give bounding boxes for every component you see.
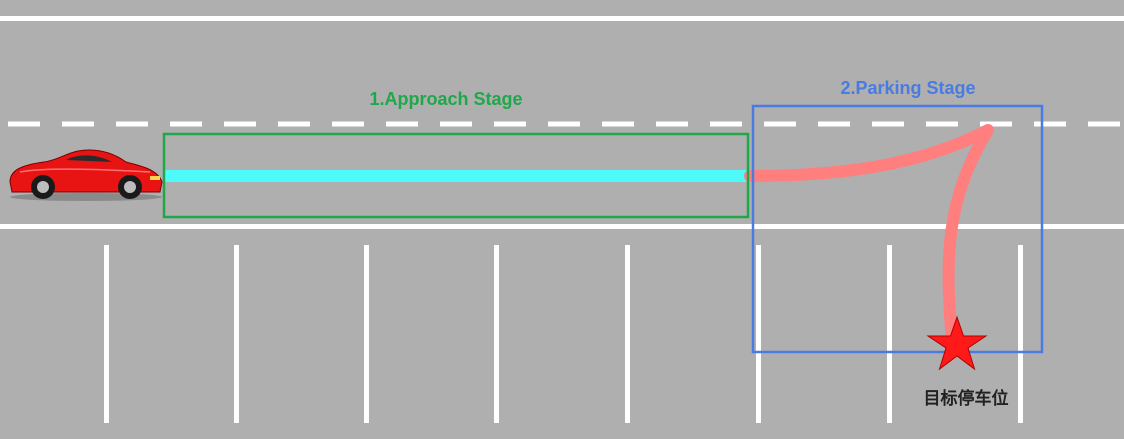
- top-lane-line: [0, 16, 1124, 21]
- parking-divider: [887, 245, 892, 423]
- approach-stage-label: 1.Approach Stage: [369, 89, 522, 109]
- approach-stage-box: [162, 132, 750, 219]
- parking-divider: [364, 245, 369, 423]
- parking-divider: [494, 245, 499, 423]
- parking-divider: [1018, 245, 1023, 423]
- parking-divider: [625, 245, 630, 423]
- approach-path: [165, 170, 750, 182]
- parking-stage-box: [751, 104, 1044, 354]
- target-parking-label: 目标停车位: [924, 388, 1009, 408]
- parking-path: [744, 124, 994, 348]
- red-sports-car-icon: [9, 149, 163, 201]
- parking-space-dividers: [104, 245, 1023, 423]
- bottom-lane-line: [0, 224, 1124, 229]
- parking-divider: [756, 245, 761, 423]
- star-icon: [926, 315, 988, 371]
- parking-divider: [234, 245, 239, 423]
- parking-divider: [104, 245, 109, 423]
- parking-stage-label: 2.Parking Stage: [840, 78, 975, 98]
